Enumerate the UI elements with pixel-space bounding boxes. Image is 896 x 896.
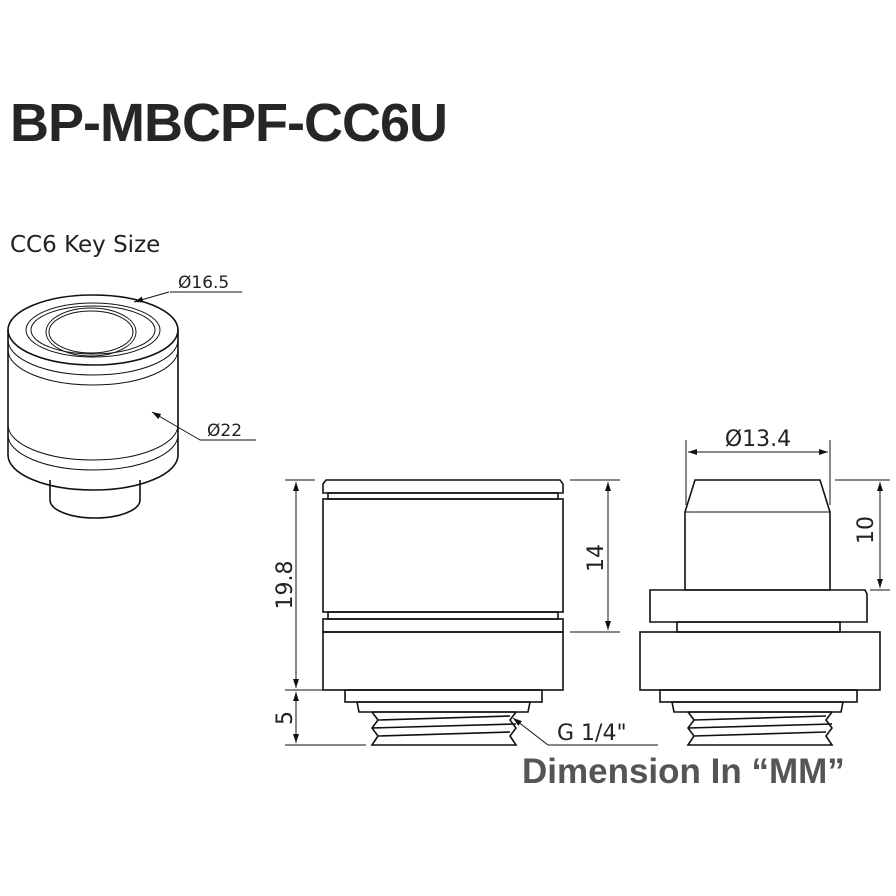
key-size-label: CC6 Key Size <box>10 232 161 258</box>
total-height-label: 19.8 <box>273 561 298 610</box>
dimension-key-diameter: Ø16.5 <box>133 273 242 303</box>
dimension-tip-height: 10 <box>835 479 890 591</box>
side-view-right <box>639 479 881 746</box>
tip-height-label: 10 <box>854 516 879 544</box>
isometric-view <box>7 294 179 519</box>
dimension-thread: G 1/4" <box>512 717 658 746</box>
thread-label: G 1/4" <box>557 721 627 746</box>
key-diameter-label: Ø16.5 <box>178 273 229 293</box>
body-height-label: 14 <box>584 544 609 572</box>
dimension-body-height: 14 <box>570 479 620 633</box>
side-view-left <box>322 479 564 746</box>
dimension-outer-diameter: Ø22 <box>151 411 256 441</box>
outer-diameter-label: Ø22 <box>207 421 242 441</box>
dimension-tip-diameter: Ø13.4 <box>685 427 831 505</box>
tip-diameter-label: Ø13.4 <box>725 427 791 452</box>
thread-length-label: 5 <box>273 711 298 725</box>
part-number-title: BP-MBCPF-CC6U <box>10 93 448 153</box>
units-label: Dimension In “MM” <box>522 752 845 791</box>
dimension-total-height: 19.8 5 <box>273 479 366 746</box>
